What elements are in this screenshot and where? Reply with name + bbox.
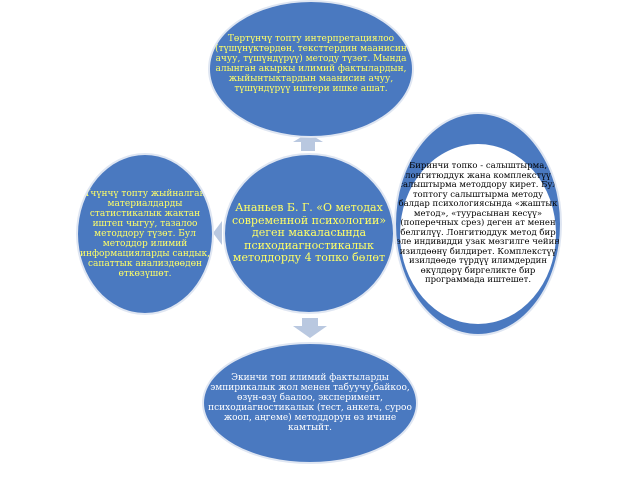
node-first-group: Биринчи топко - салыштырма, лонгитюддук … — [394, 112, 562, 336]
node-fourth-group-text: Төртүнчү топту интерпретациялоо (түшүнүк… — [215, 33, 407, 95]
node-second-group-text: Экинчи топ илимий фактыларды эмпирикалык… — [208, 372, 412, 434]
node-second-group: Экинчи топ илимий фактыларды эмпирикалык… — [202, 342, 418, 464]
node-first-group-text: Биринчи топко - салыштырма, лонгитюддук … — [396, 161, 560, 286]
node-third-group: Үчүнчү топту жыйналган материалдарды ста… — [76, 153, 214, 315]
arrow-left-icon — [213, 221, 222, 245]
node-central-text: Ананьев Б. Г. «О методах современной пси… — [231, 200, 387, 265]
node-third-group-text: Үчүнчү топту жыйналган материалдарды ста… — [79, 188, 211, 280]
arrow-down-icon — [293, 318, 327, 338]
node-fourth-group: Төртүнчү топту интерпретациялоо (түшүнүк… — [208, 0, 414, 138]
node-central: Ананьев Б. Г. «О методах современной пси… — [223, 153, 395, 314]
node-first-group-background — [400, 144, 556, 324]
